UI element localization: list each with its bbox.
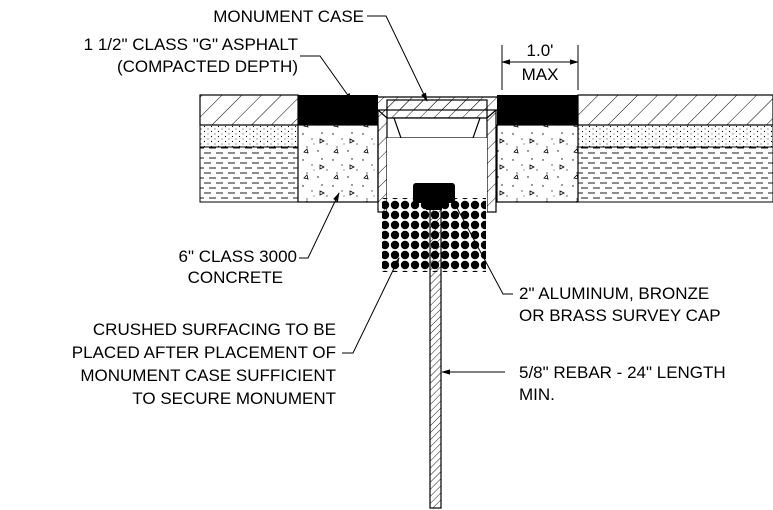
case-seat (393, 117, 481, 139)
pavement-section (199, 94, 773, 203)
label-concrete-line1: 6" CLASS 3000 (178, 247, 297, 266)
dim-value: 1.0' (527, 41, 554, 60)
asphalt-patch-right (497, 95, 578, 125)
rebar (429, 207, 442, 509)
labels: MONUMENT CASE 1 1/2" CLASS "G" ASPHALT (… (72, 7, 726, 408)
survey-cap (413, 183, 455, 210)
label-crushed-line4: TO SECURE MONUMENT (132, 389, 336, 408)
dim-max: MAX (522, 65, 559, 84)
base-course-left (199, 124, 299, 148)
label-crushed-line2: PLACED AFTER PLACEMENT OF (72, 343, 336, 362)
label-rebar-line1: 5/8" REBAR - 24" LENGTH (519, 363, 726, 382)
asphalt-patch-left (298, 95, 378, 125)
case-wall-left (377, 109, 388, 213)
dimension-1ft-max: 1.0' MAX (501, 41, 579, 90)
label-monument-case: MONUMENT CASE (213, 7, 364, 26)
asphalt-right (577, 94, 773, 126)
subgrade-right (577, 146, 773, 203)
label-rebar-line2: MIN. (519, 385, 555, 404)
case-lid (386, 99, 488, 111)
concrete-collar-left (297, 124, 379, 203)
concrete-collar-right (496, 124, 579, 203)
asphalt-left (199, 94, 299, 126)
base-course-right (577, 124, 773, 148)
label-asphalt-line1: 1 1/2" CLASS "G" ASPHALT (84, 35, 298, 54)
subgrade-left (199, 146, 299, 203)
label-crushed-line3: MONUMENT CASE SUFFICIENT (80, 366, 336, 385)
label-cap-line2: OR BRASS SURVEY CAP (519, 306, 721, 325)
label-concrete-line2: CONCRETE (188, 268, 283, 287)
label-asphalt-line2: (COMPACTED DEPTH) (117, 57, 298, 76)
monument-case (369, 96, 506, 213)
case-wall-right (486, 109, 497, 213)
label-crushed-line1: CRUSHED SURFACING TO BE (93, 320, 336, 339)
label-cap-line1: 2" ALUMINUM, BRONZE (519, 284, 709, 303)
leaders (299, 15, 513, 375)
